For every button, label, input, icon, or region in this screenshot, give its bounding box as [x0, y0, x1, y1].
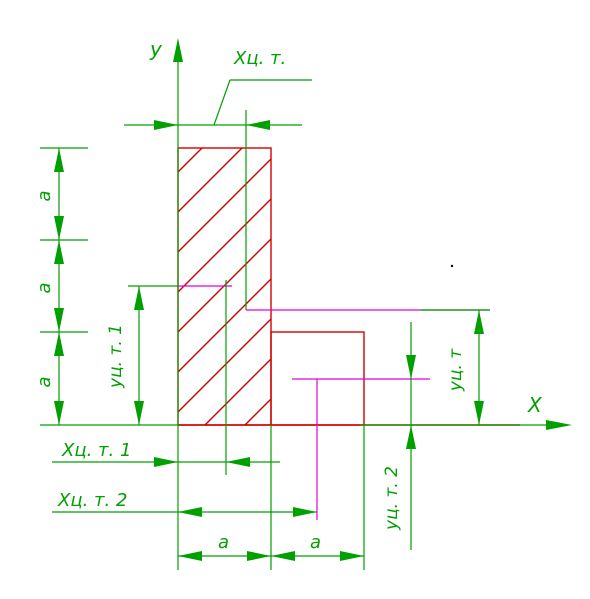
xc1-label: Xц. т. 1 — [61, 440, 131, 461]
xc2-label: Xц. т. 2 — [57, 490, 127, 511]
y-axis-label: y — [149, 37, 163, 61]
yc-dimension — [474, 310, 484, 425]
centroid-1-lines — [178, 280, 232, 475]
yc1-dimension — [128, 285, 178, 425]
x-axis — [360, 420, 572, 430]
xc2-dimension — [52, 507, 317, 517]
xc1-dimension — [52, 457, 280, 467]
yc2-label: yц. т. 2 — [382, 466, 402, 531]
left-dimension-chain — [40, 147, 178, 426]
bottom-dimension-chain — [178, 425, 365, 570]
y-axis — [173, 38, 183, 570]
dim-a-left-1: a — [34, 190, 55, 201]
hatch-pattern — [178, 148, 271, 425]
xc-dimension — [124, 79, 312, 130]
dim-a-left-2: a — [34, 282, 55, 293]
x-axis-label: X — [527, 393, 543, 417]
yc1-label: yц. т. 1 — [106, 324, 126, 389]
centroid-2-lines — [292, 378, 430, 520]
yc-label: yц. т — [446, 348, 466, 392]
stray-dot — [450, 264, 454, 268]
dim-a-bottom-1: a — [218, 532, 229, 553]
centroid-overall-lines — [245, 110, 490, 311]
xc-label: Xц. т. — [233, 48, 286, 69]
yc2-dimension — [406, 322, 416, 550]
dim-a-left-3: a — [34, 376, 55, 387]
dim-a-bottom-2: a — [310, 532, 321, 553]
